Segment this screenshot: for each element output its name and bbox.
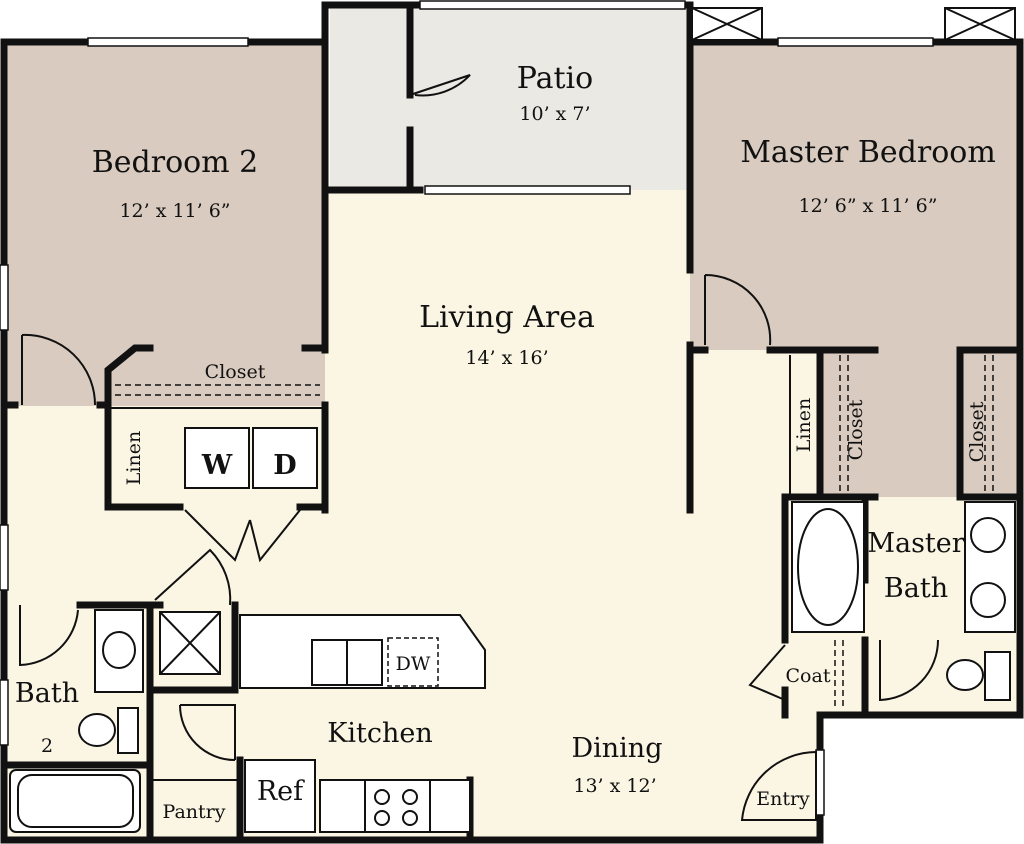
closet-shelves: [108, 355, 994, 710]
master-closets-floor: [820, 350, 1020, 497]
dishwasher-label: DW: [396, 653, 431, 675]
master-bath-label-2: Bath: [884, 573, 948, 604]
bedroom2-size: 12’ x 11’ 6”: [119, 200, 230, 222]
refrigerator-label: Ref: [257, 776, 305, 807]
washer-dryer: [184, 427, 318, 489]
windows: [0, 0, 934, 816]
master-bedroom-size: 12’ 6” x 11’ 6”: [799, 195, 938, 217]
doors[interactable]: [19, 74, 939, 821]
linen-label: Linen: [123, 431, 145, 485]
bath2-label-2: 2: [41, 735, 53, 757]
pantry-label: Pantry: [163, 801, 226, 823]
master-closet-label-2: Closet: [966, 401, 988, 462]
bedroom2-closet-label: Closet: [205, 361, 266, 383]
hvac-unit-icon: [691, 7, 1016, 41]
master-bath-label-1: Master: [867, 528, 964, 559]
bedroom2-floor: [4, 42, 325, 406]
patio-floor: [330, 8, 688, 190]
patio-label: Patio: [517, 61, 593, 96]
bath-fixtures: [9, 501, 1016, 833]
bath2-label-1: Bath: [15, 678, 79, 709]
master-closet-label-1: Closet: [845, 399, 867, 460]
kitchen-label: Kitchen: [327, 718, 433, 749]
dining-label: Dining: [572, 733, 663, 764]
master-linen-label: Linen: [793, 398, 815, 452]
dryer-label: D: [273, 450, 296, 481]
living-area-size: 14’ x 16’: [465, 347, 548, 369]
coat-closet-label: Coat: [786, 665, 831, 687]
bedroom2-label: Bedroom 2: [92, 145, 259, 180]
kitchen-counter: [150, 611, 486, 833]
patio-size: 10’ x 7’: [519, 103, 590, 125]
master-bedroom-label: Master Bedroom: [740, 135, 996, 170]
washer-label: W: [201, 450, 233, 481]
master-bedroom-floor: [690, 42, 1020, 350]
entry-label: Entry: [756, 788, 810, 810]
dining-size: 13’ x 12’: [573, 775, 656, 797]
living-area-label: Living Area: [419, 300, 595, 335]
